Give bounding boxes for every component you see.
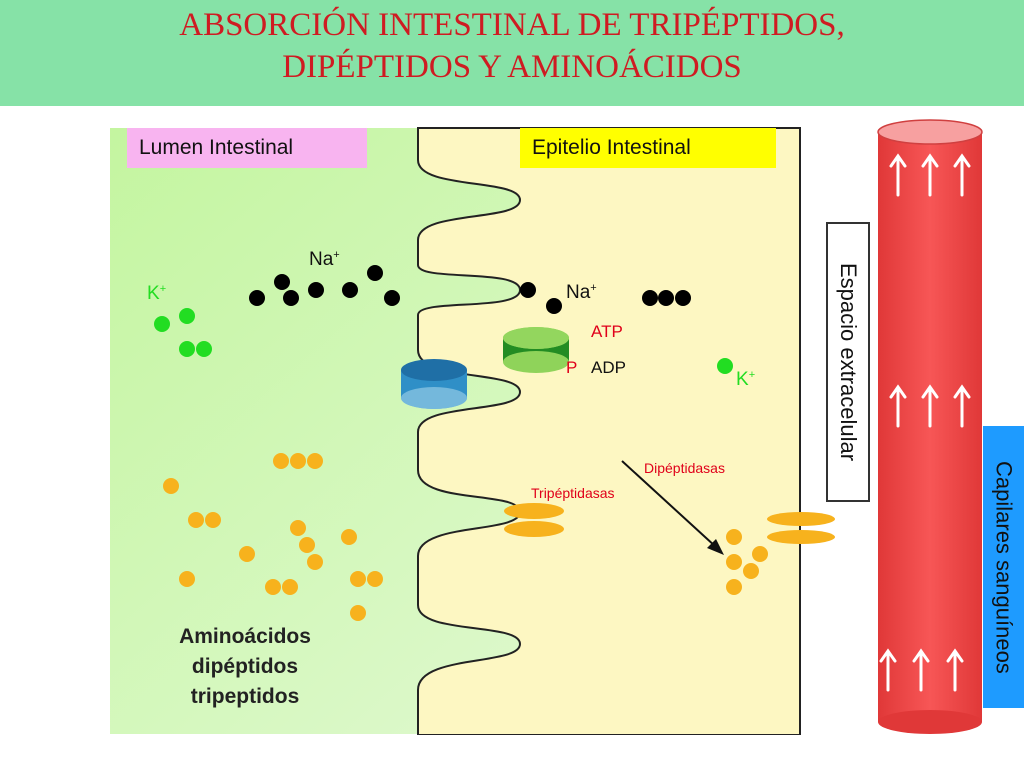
nutrients-line-1: Aminoácidos	[179, 625, 311, 648]
header-banner	[0, 0, 1024, 106]
dipeptidase-label: Dipéptidasas	[644, 460, 725, 476]
epithelium-cell	[417, 127, 801, 735]
adp-label: ADP	[591, 358, 626, 377]
nutrients-line-2: dipéptidos	[191, 655, 299, 678]
capillary-top	[877, 119, 983, 145]
sodium-ions-cell	[520, 282, 691, 314]
k-cell-label: K+	[736, 369, 755, 390]
potassium-ions-lumen	[154, 308, 212, 357]
tripeptidase-label: Tripéptidasas	[531, 485, 615, 501]
extracellular-space-label: Espacio extracelular	[826, 222, 870, 502]
flow-arrows	[879, 153, 971, 692]
sodium-ions-lumen	[249, 265, 400, 306]
nutrients-line-3: tripeptidos	[190, 685, 300, 708]
title-line-2: DIPÉPTIDOS Y AMINOÁCIDOS	[282, 49, 742, 85]
na-k-pump	[503, 327, 569, 373]
capillaries-label: Capilares sanguíneos	[983, 426, 1024, 708]
capillary-bottom	[878, 710, 982, 734]
peptidase-arrow	[621, 460, 724, 555]
nutrients-label: Aminoácidos dipéptidos tripeptidos	[150, 622, 340, 712]
cotransporter	[401, 359, 467, 409]
epithelium-label: Epitelio Intestinal	[520, 128, 776, 168]
title-line-1: ABSORCIÓN INTESTINAL DE TRIPÉPTIDOS,	[179, 7, 845, 43]
lumen-label: Lumen Intestinal	[127, 128, 367, 168]
page-title: ABSORCIÓN INTESTINAL DE TRIPÉPTIDOS, DIP…	[0, 4, 1024, 88]
amino-acids-cell	[726, 529, 768, 595]
na-lumen-label: Na+	[309, 249, 340, 270]
atp-label: ATP	[591, 322, 623, 341]
potassium-ion-cell	[717, 358, 733, 374]
peptide-transporter-2	[767, 512, 835, 544]
peptide-transporter-1	[504, 503, 564, 537]
k-lumen-label: K+	[147, 283, 166, 304]
phosphate-label: P	[566, 358, 577, 377]
na-cell-label: Na+	[566, 282, 597, 303]
amino-acids-lumen	[163, 453, 383, 621]
